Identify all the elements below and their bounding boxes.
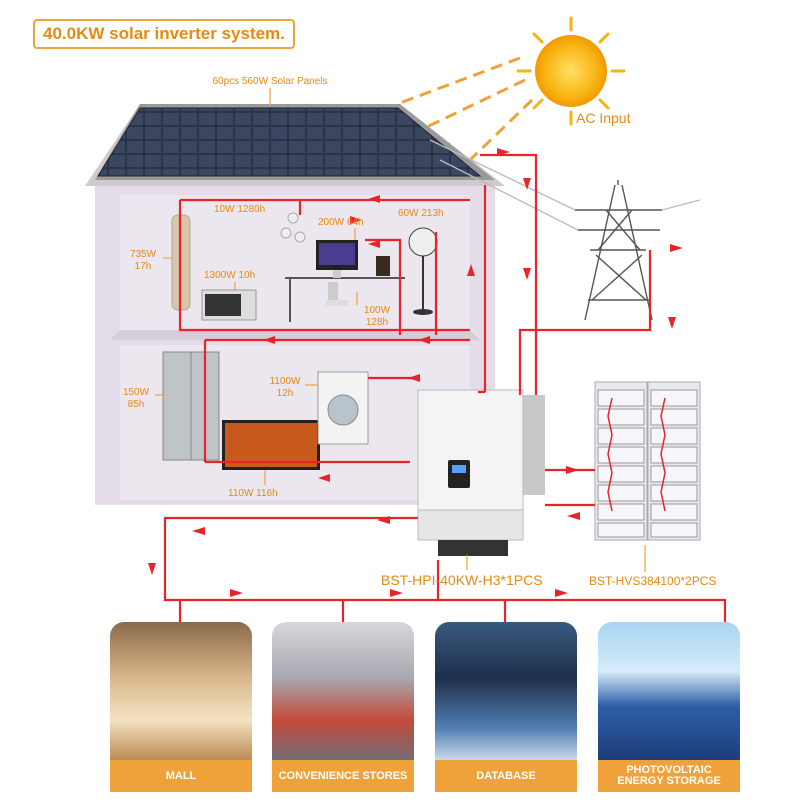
- mall-image: [110, 622, 252, 762]
- washing-machine-icon: [317, 371, 369, 445]
- ac-input-label: AC Input: [576, 110, 631, 126]
- fan-load-label: 60W 213h: [398, 208, 444, 219]
- database-image: [435, 622, 577, 762]
- lamp-load-label: 10W 1280h: [214, 204, 266, 215]
- computer-icon: [316, 240, 358, 278]
- microwave-icon: [201, 289, 257, 321]
- heater-load-hours: 17h: [134, 261, 152, 272]
- solar-panels: [97, 107, 482, 177]
- database-label: DATABASE: [435, 760, 577, 792]
- washer-load-hours: 12h: [276, 388, 294, 399]
- inverter-icon: [417, 389, 545, 556]
- battery-model-label: BST-HVS384100*2PCS: [589, 574, 717, 588]
- fridge-load-hours: 85h: [127, 399, 145, 410]
- destination-card-database: DATABASE: [435, 622, 577, 792]
- diagram-title: 40.0KW solar inverter system.: [33, 19, 295, 49]
- microwave-load-label: 1300W 10h: [204, 270, 256, 281]
- refrigerator-icon: [162, 351, 220, 461]
- sun-rays: [399, 56, 534, 162]
- inverter-model-label: BST-HPI-40KW-H3*1PCS: [381, 572, 543, 588]
- transmission-tower-icon: [429, 139, 701, 321]
- computer-load-label: 200W 64h: [318, 217, 364, 228]
- photovoltaic-image: [598, 622, 740, 762]
- photovoltaic-label-line1: PHOTOVOLTAIC: [626, 764, 712, 776]
- speaker-icon: [376, 256, 390, 276]
- destination-card-mall: MALL: [110, 622, 252, 792]
- destination-card-convenience-stores: CONVENIENCE STORES: [272, 622, 414, 792]
- convenience-store-image: [272, 622, 414, 762]
- ceiling-lamp-icon: [280, 212, 306, 243]
- convenience-stores-label: CONVENIENCE STORES: [272, 760, 414, 792]
- sun-icon: [516, 16, 626, 126]
- speaker-load-watts: 100W: [363, 305, 391, 316]
- destination-card-photovoltaic-energy-storage: PHOTOVOLTAIC ENERGY STORAGE: [598, 622, 740, 792]
- mall-label: MALL: [110, 760, 252, 792]
- chair-icon: [326, 282, 348, 306]
- battery-rack-icon: [594, 381, 701, 541]
- photovoltaic-energy-storage-label: PHOTOVOLTAIC ENERGY STORAGE: [598, 760, 740, 792]
- flow-arrows: [148, 148, 683, 597]
- fridge-load-watts: 150W: [122, 387, 150, 398]
- tv-load-label: 110W 116h: [228, 488, 278, 499]
- solar-panels-label: 60pcs 560W Solar Panels: [212, 76, 328, 87]
- photovoltaic-label-line2: ENERGY STORAGE: [617, 775, 721, 787]
- speaker-load-hours: 128h: [365, 317, 389, 328]
- heater-load-watts: 735W: [129, 249, 157, 260]
- washer-load-watts: 1100W: [269, 376, 301, 387]
